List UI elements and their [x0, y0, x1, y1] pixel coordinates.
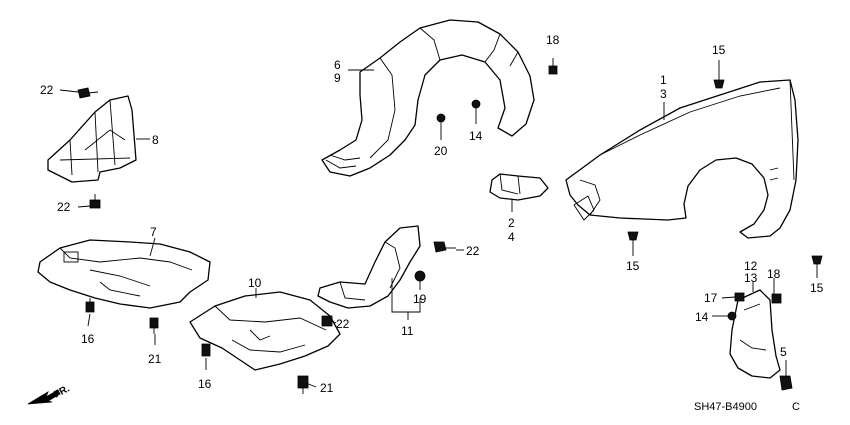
label-1: 1 — [660, 73, 667, 87]
bolt-22c — [321, 315, 333, 327]
bolt-21b — [297, 375, 309, 394]
label-22: 22 — [40, 83, 54, 97]
nut-18a — [548, 65, 558, 75]
label-10: 10 — [248, 276, 262, 290]
label-15: 15 — [810, 281, 824, 295]
label-17: 17 — [704, 291, 718, 305]
clip-19 — [414, 270, 426, 282]
clip-20 — [436, 113, 446, 128]
label-21: 21 — [148, 352, 162, 366]
diagram-code-suffix: C — [792, 401, 800, 413]
part-2-4-bracket — [489, 173, 549, 201]
label-8: 8 — [152, 133, 159, 147]
label-5: 5 — [780, 345, 787, 359]
label-7: 7 — [150, 225, 157, 239]
front-direction-arrow-icon — [27, 389, 61, 405]
bolt-16a — [85, 298, 95, 313]
label-6: 6 — [334, 58, 341, 72]
label-16: 16 — [198, 377, 212, 391]
bolt-22d — [433, 241, 456, 253]
label-22: 22 — [466, 244, 480, 258]
label-16: 16 — [81, 332, 95, 346]
part-10-under-cover — [189, 291, 341, 371]
label-13: 13 — [744, 271, 758, 285]
bolt-16b — [201, 343, 211, 357]
part-12-13-mud-guard — [729, 289, 781, 379]
bolt-15b — [627, 231, 639, 248]
screw-14a — [471, 99, 481, 116]
label-14: 14 — [695, 310, 709, 324]
label-22: 22 — [336, 317, 350, 331]
part-8-bracket — [47, 95, 137, 183]
label-15: 15 — [712, 43, 726, 57]
part-1-3-front-fender — [565, 79, 799, 239]
label-20: 20 — [434, 144, 448, 158]
label-3: 3 — [660, 87, 667, 101]
label-9: 9 — [334, 71, 341, 85]
bolt-22a — [77, 87, 99, 99]
part-11-splash-shield — [317, 225, 421, 309]
part-7-under-cover — [37, 239, 211, 309]
label-18: 18 — [546, 33, 560, 47]
label-22: 22 — [57, 200, 71, 214]
label-21: 21 — [320, 381, 334, 395]
label-18: 18 — [767, 267, 781, 281]
bolt-15a — [713, 70, 725, 89]
part-6-9-fender-liner — [321, 19, 535, 177]
clip-17 — [734, 292, 745, 302]
bolt-22b — [89, 194, 101, 209]
label-15: 15 — [626, 259, 640, 273]
label-11: 11 — [401, 324, 414, 338]
screw-14b — [727, 311, 737, 321]
diagram-code: SH47-B4900 — [694, 401, 757, 413]
label-4: 4 — [508, 230, 515, 244]
label-14: 14 — [469, 129, 483, 143]
label-19: 19 — [413, 292, 427, 306]
label-12: 12 — [744, 259, 758, 273]
screw-5 — [779, 375, 793, 391]
bolt-21a — [149, 317, 159, 334]
bolt-15c — [811, 255, 823, 270]
label-2: 2 — [508, 216, 515, 230]
nut-18b — [771, 293, 782, 304]
front-direction-label: FR. — [52, 383, 72, 400]
leader-lines — [59, 58, 818, 388]
